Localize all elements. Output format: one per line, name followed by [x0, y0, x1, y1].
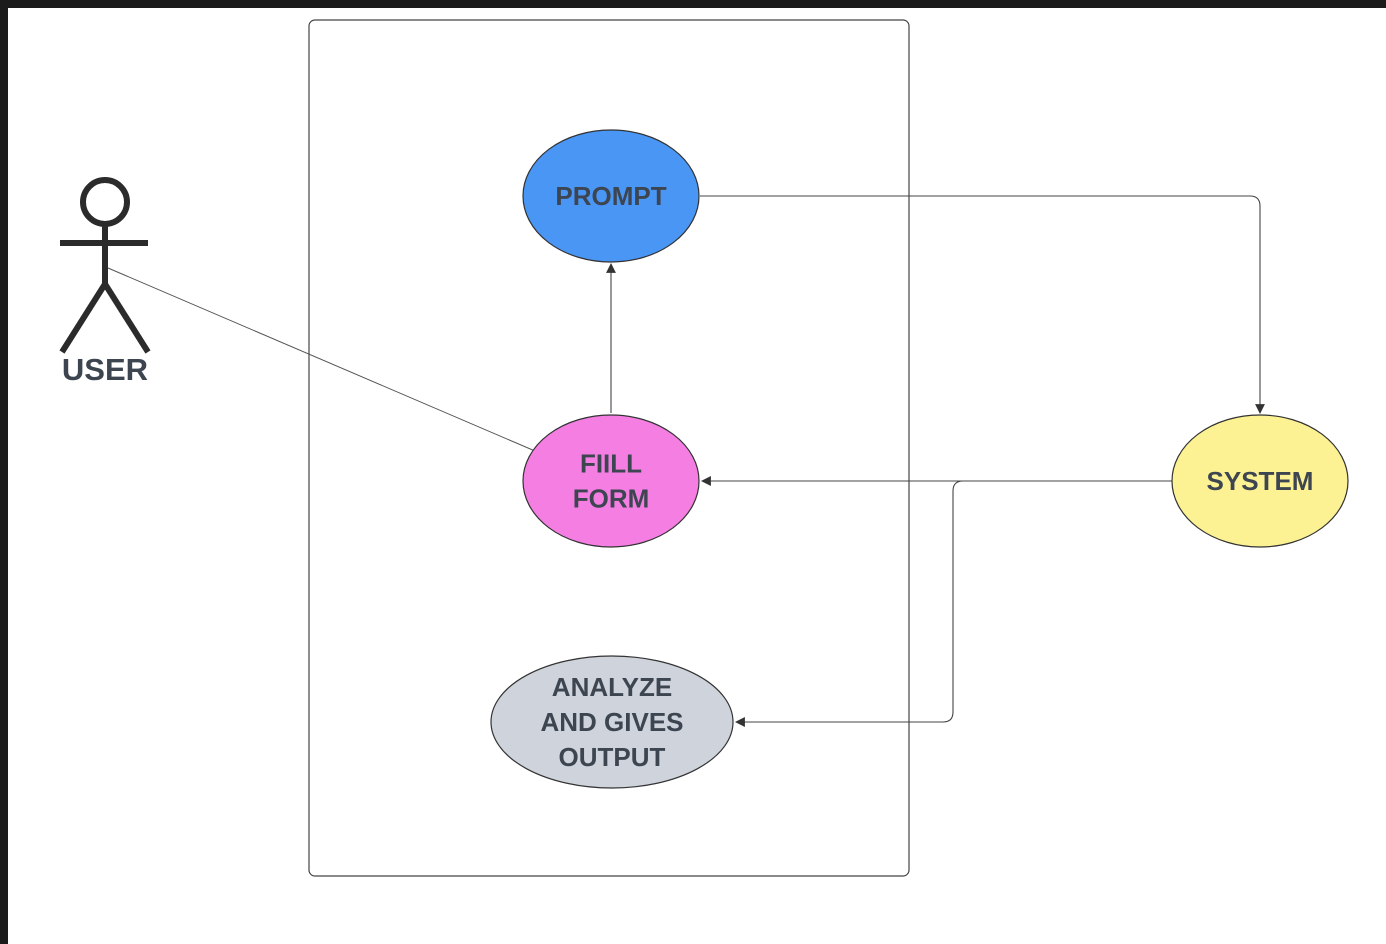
analyze-label-line-1: ANALYZE — [552, 672, 672, 702]
fillform-label-line-1: FIILL — [580, 449, 642, 479]
analyze-output-use-case — [490, 655, 734, 789]
prompt-use-case — [522, 129, 700, 263]
user-actor-icon — [59, 177, 151, 354]
analyze-output-label: ANALYZE AND GIVES OUTPUT — [540, 672, 683, 772]
arrow-prompt-system — [700, 195, 1265, 414]
prompt-label: PROMPT — [555, 181, 666, 211]
prompt-label-line-1: PROMPT — [555, 181, 666, 211]
system-label-line-1: SYSTEM — [1207, 466, 1314, 496]
fillform-label-line-2: FORM — [573, 484, 650, 514]
analyze-label-line-2: AND GIVES — [540, 707, 683, 737]
system-actor — [1171, 414, 1349, 548]
analyze-label-line-3: OUTPUT — [559, 742, 666, 772]
fill-form-use-case — [522, 414, 700, 548]
user-actor-label: USER — [62, 352, 148, 387]
connector-user-fillform — [107, 267, 536, 452]
system-label: SYSTEM — [1207, 466, 1314, 496]
system-boundary — [308, 19, 910, 877]
fill-form-label: FIILL FORM — [573, 449, 650, 514]
arrow-system-analyze — [735, 480, 1172, 727]
